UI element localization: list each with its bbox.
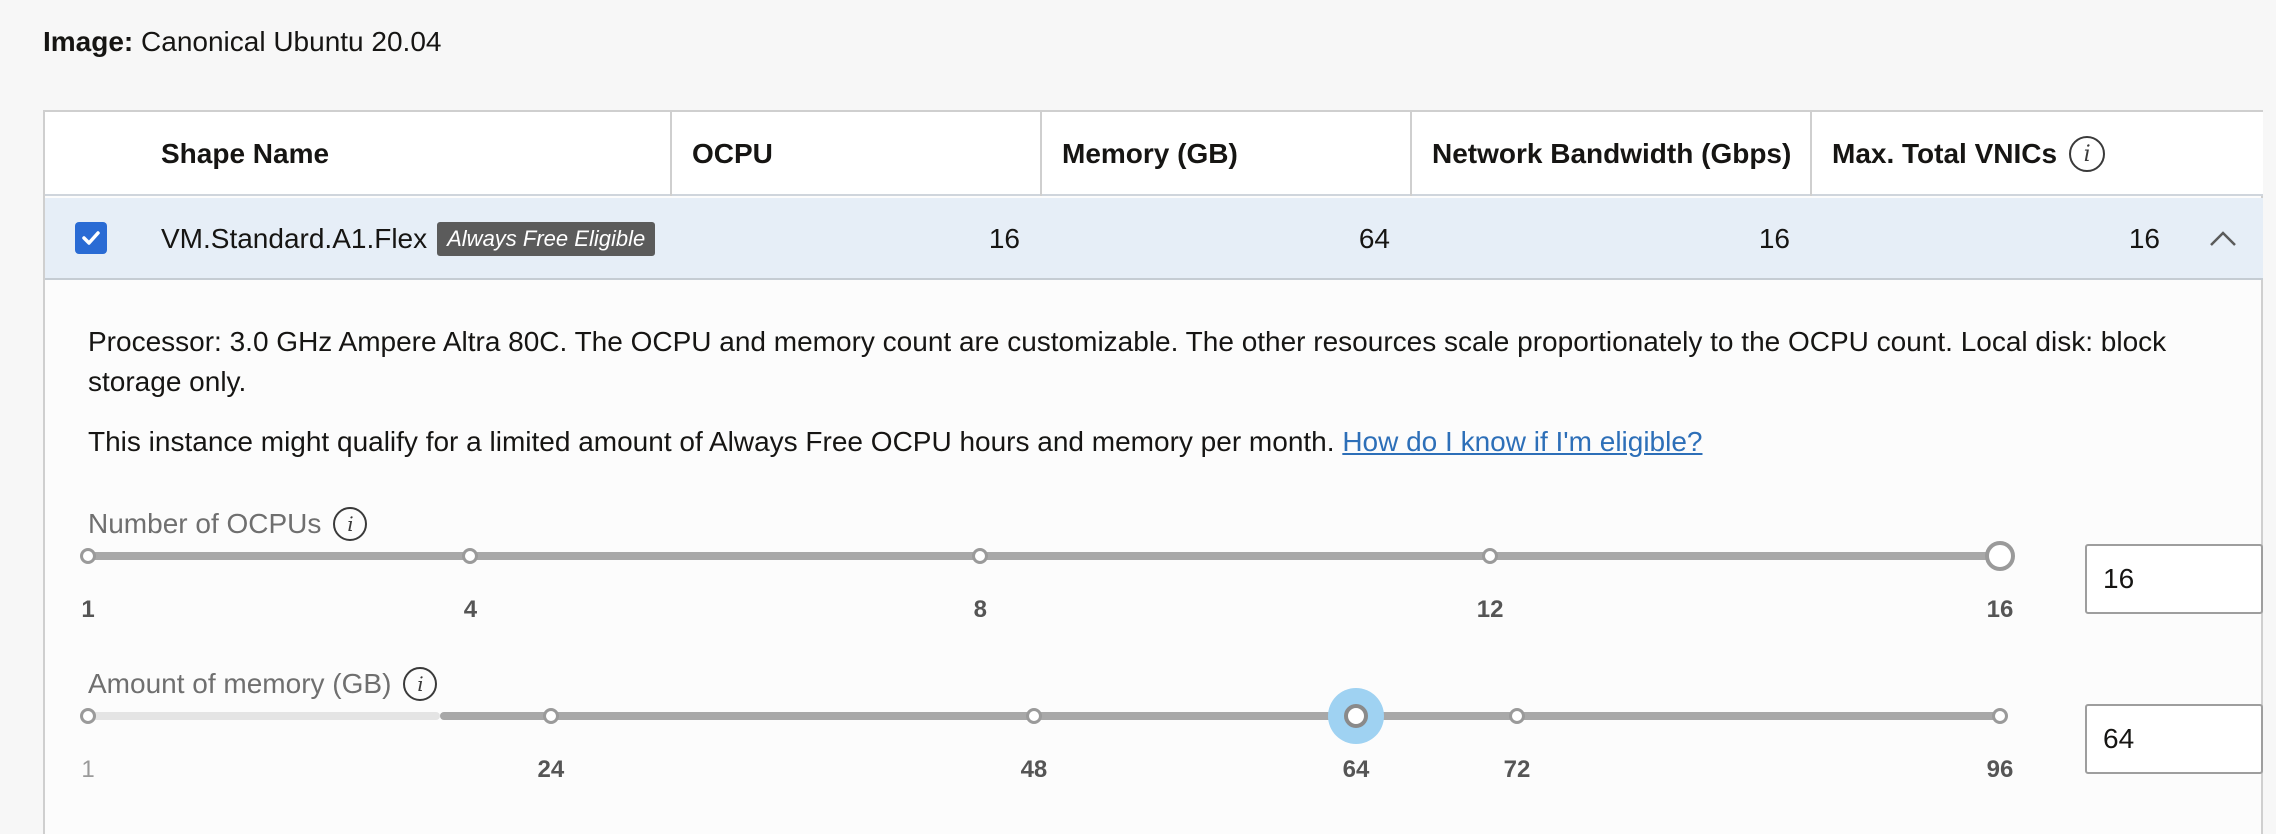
slider-tick-label: 12	[1476, 596, 1504, 623]
shape-name-cell: VM.Standard.A1.Flex Always Free Eligible	[161, 198, 656, 280]
slider-tick	[80, 708, 96, 724]
slider-tick	[80, 548, 96, 564]
slider-tick-label: 1	[81, 596, 95, 623]
slider-tick-label: 24	[537, 756, 565, 783]
memory-input[interactable]	[2085, 704, 2263, 774]
image-value: Canonical Ubuntu 20.04	[141, 26, 442, 57]
slider-tick-label: 72	[1503, 756, 1531, 783]
memory-cell: 64	[1358, 223, 1390, 254]
free-tier-text: This instance might qualify for a limite…	[88, 422, 2228, 462]
image-label: Image:	[43, 26, 134, 57]
col-memory[interactable]: Memory (GB)	[1062, 138, 1238, 169]
info-icon[interactable]: i	[2069, 136, 2106, 172]
shape-name: VM.Standard.A1.Flex	[161, 223, 428, 254]
slider-tick-label: 16	[1986, 596, 2014, 623]
col-divider	[670, 112, 672, 196]
processor-line-2: storage only.	[88, 366, 247, 397]
slider-tick	[542, 708, 559, 724]
ocpu-cell: 16	[988, 223, 1020, 254]
slider-thumb[interactable]	[1327, 688, 1384, 744]
vnics-cell: 16	[2128, 223, 2160, 254]
free-tier-note: This instance might qualify for a limite…	[88, 426, 1335, 457]
always-free-badge: Always Free Eligible	[437, 222, 656, 256]
col-ocpu[interactable]: OCPU	[692, 138, 773, 169]
col-vnics-label: Max. Total VNICs	[1832, 138, 2058, 169]
info-icon[interactable]: i	[333, 507, 368, 541]
processor-description: Processor: 3.0 GHz Ampere Altra 80C. The…	[88, 322, 2228, 402]
col-divider	[1410, 112, 1412, 196]
col-shape-name[interactable]: Shape Name	[161, 138, 330, 169]
slider-tick-label: 96	[1986, 756, 2014, 783]
ocpu-slider-label: Number of OCPUs i	[88, 504, 368, 544]
slider-thumb[interactable]	[1985, 541, 2015, 571]
slider-tick-label: 4	[463, 596, 478, 623]
slider-tick	[1025, 708, 1042, 724]
shape-table: Shape Name OCPU Memory (GB) Network Band…	[43, 110, 2263, 834]
image-info: Image: Canonical Ubuntu 20.04	[43, 26, 441, 58]
memory-slider-label: Amount of memory (GB) i	[88, 664, 438, 704]
slider-track	[88, 552, 2000, 560]
ocpu-input[interactable]	[2085, 544, 2263, 614]
table-header: Shape Name OCPU Memory (GB) Network Band…	[45, 112, 2263, 196]
col-vnics[interactable]: Max. Total VNICs i	[1832, 112, 2106, 196]
slider-tick-label: 8	[973, 596, 987, 623]
eligibility-link[interactable]: How do I know if I'm eligible?	[1342, 426, 1703, 457]
processor-line-1: Processor: 3.0 GHz Ampere Altra 80C. The…	[88, 326, 2167, 357]
slider-track	[440, 712, 2000, 720]
slider-tick	[1992, 708, 2008, 724]
col-divider	[1810, 112, 1812, 196]
ocpu-label-text: Number of OCPUs	[88, 508, 322, 539]
slider-tick	[1482, 548, 1499, 564]
memory-label-text: Amount of memory (GB)	[88, 668, 392, 699]
info-icon[interactable]: i	[403, 667, 438, 701]
col-bandwidth[interactable]: Network Bandwidth (Gbps)	[1432, 138, 1792, 169]
slider-track-disabled	[88, 712, 441, 720]
chevron-up-icon[interactable]	[2208, 224, 2238, 254]
col-divider	[1040, 112, 1042, 196]
slider-tick	[972, 548, 989, 564]
bandwidth-cell: 16	[1758, 223, 1790, 254]
table-row[interactable]: VM.Standard.A1.Flex Always Free Eligible…	[45, 198, 2263, 280]
slider-tick	[462, 548, 479, 564]
slider-tick-label: 48	[1020, 756, 1048, 783]
row-checkbox[interactable]	[75, 222, 107, 254]
slider-tick	[1508, 708, 1525, 724]
slider-tick-label: 1	[81, 756, 95, 783]
check-icon	[82, 231, 100, 245]
slider-tick-label: 64	[1342, 756, 1370, 783]
